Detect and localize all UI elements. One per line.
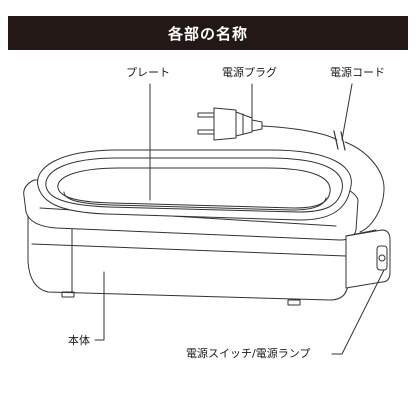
leader-cord — [341, 83, 353, 141]
label-body: 本体 — [68, 334, 90, 347]
power-switch — [376, 245, 388, 271]
power-plug — [197, 107, 263, 141]
switch-box — [345, 229, 391, 289]
label-power-plug: 電源プラグ — [222, 66, 277, 79]
header-banner: 各部の名称 — [8, 16, 408, 50]
leader-lines — [94, 83, 385, 355]
label-plate: プレート — [126, 66, 170, 79]
power-cord — [261, 125, 385, 233]
page-title: 各部の名称 — [167, 24, 248, 43]
leader-body — [94, 271, 105, 341]
label-switch-lamp: 電源スイッチ/電源ランプ — [186, 347, 311, 360]
power-lamp-icon — [378, 254, 386, 262]
plate — [37, 149, 352, 221]
leader-switch — [331, 269, 385, 355]
label-power-cord: 電源コード — [330, 66, 385, 79]
